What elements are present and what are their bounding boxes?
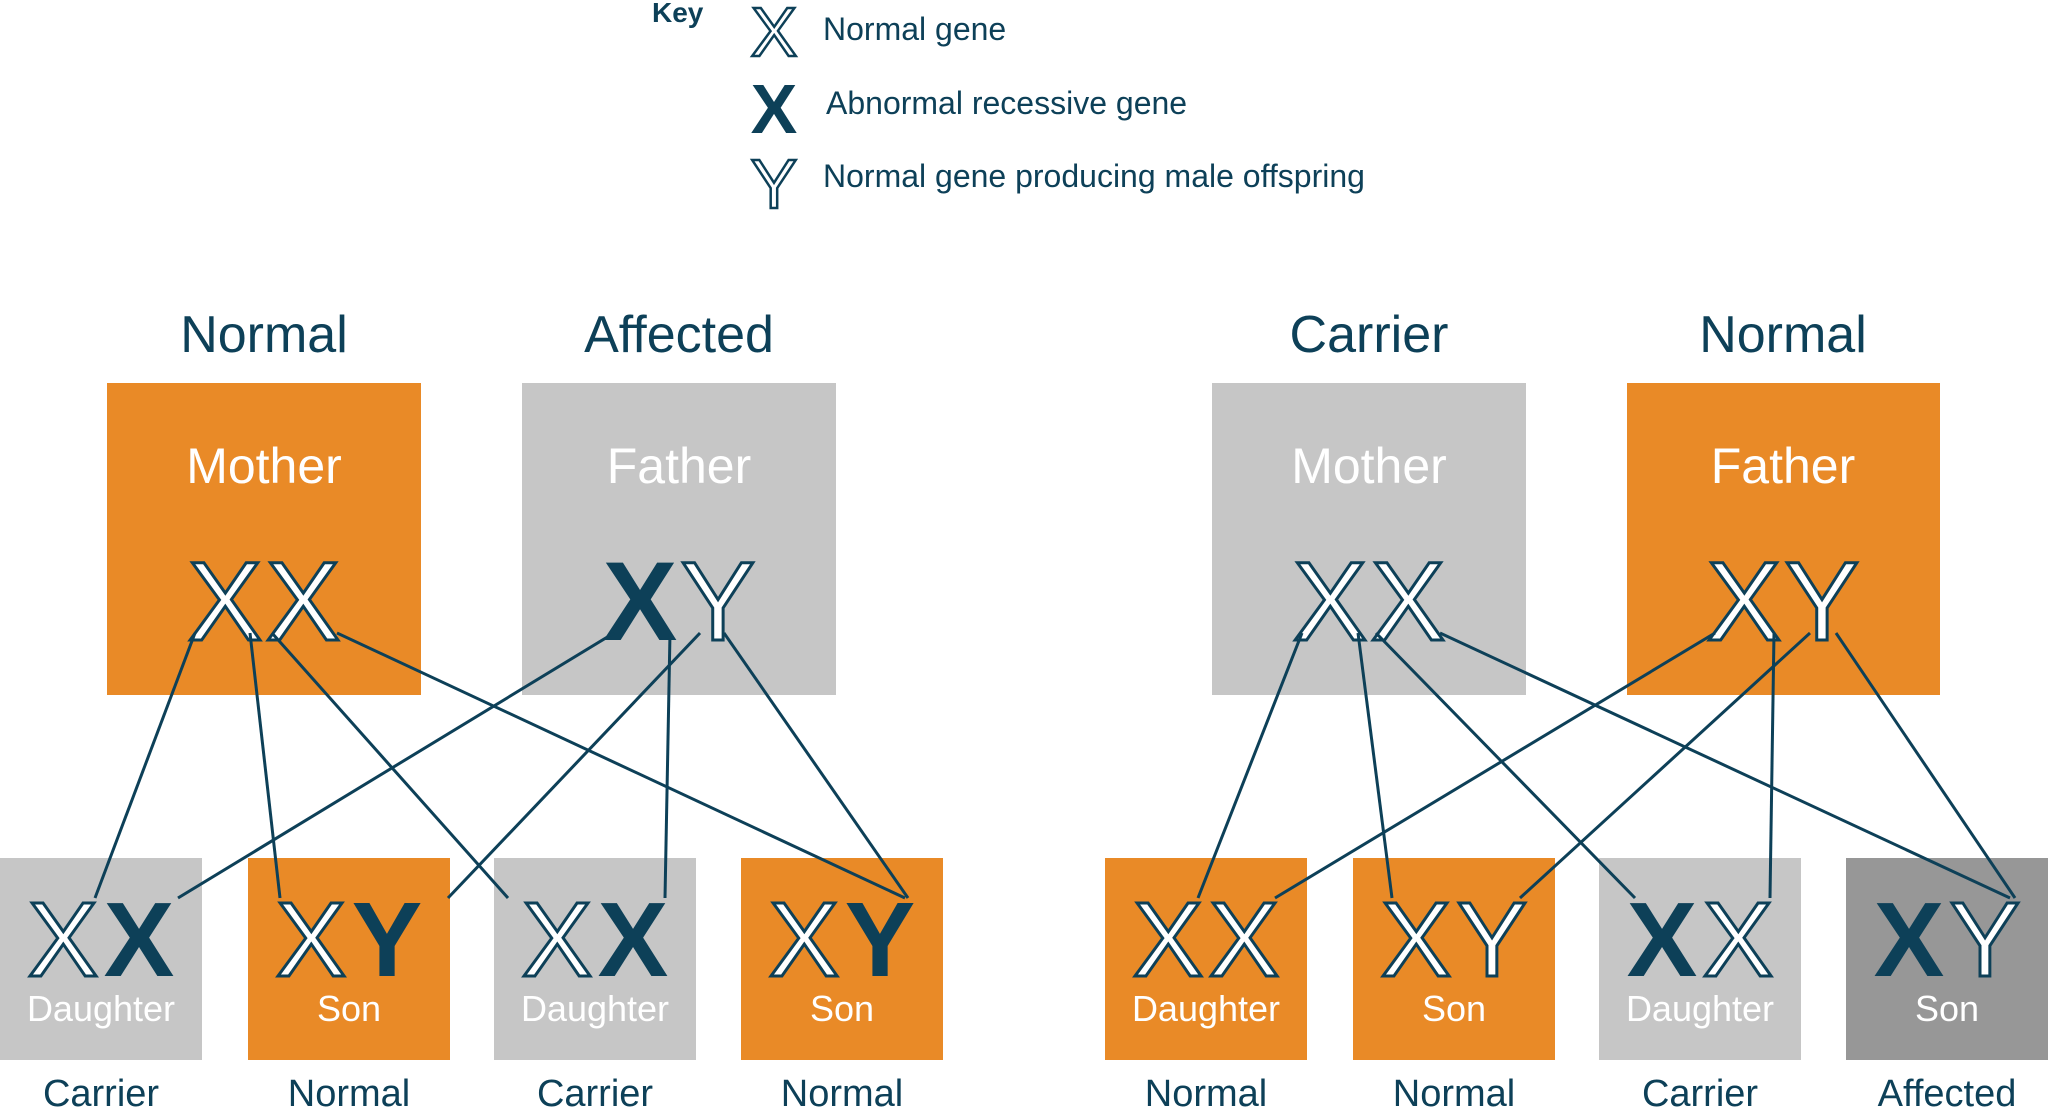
parent-status-label: Normal (1699, 306, 1867, 364)
child-status-label: Normal (1393, 1073, 1515, 1109)
child-gene: Y (352, 881, 423, 999)
father-box (522, 383, 836, 695)
parent-gene: X (1707, 539, 1782, 664)
parent-gene: X (266, 539, 341, 664)
child-gene: X (769, 881, 840, 999)
parent-status-label: Normal (180, 306, 348, 364)
inheritance-line (1274, 631, 1716, 900)
father-box (1627, 383, 1940, 695)
inheritance-line (1356, 632, 1394, 899)
child-status-label: Normal (1145, 1073, 1267, 1109)
child-gene: Y (845, 881, 916, 999)
mother-box (1212, 383, 1526, 695)
parent-status-label: Carrier (1290, 306, 1449, 364)
child-gene: X (1133, 881, 1204, 999)
key-glyph-normal-x: X (751, 0, 798, 71)
inheritance-line (177, 631, 615, 900)
child-role-label: Son (317, 988, 381, 1029)
family-1: Normal Mother X X Affected Father X Y X … (0, 306, 943, 1114)
child-box (1599, 858, 1801, 1060)
inheritance-line (446, 631, 702, 900)
child-role-label: Son (1915, 988, 1979, 1029)
parent-role-label: Mother (1291, 438, 1447, 494)
child-gene: X (104, 881, 175, 999)
parent-gene: X (1293, 539, 1368, 664)
child-status-label: Affected (1878, 1073, 2017, 1109)
inheritance-line (1518, 631, 1812, 900)
key-title: Key (652, 0, 704, 28)
inheritance-lines (93, 631, 2017, 900)
parent-gene: X (1371, 539, 1446, 664)
child-status-label: Normal (781, 1073, 903, 1109)
key-label-abnormal-gene: Abnormal recessive gene (826, 85, 1187, 121)
child-box (0, 858, 202, 1060)
parent-role-label: Father (1711, 438, 1856, 494)
key-glyph-abnormal-x: X (751, 70, 798, 148)
key-label-normal-gene: Normal gene (823, 11, 1006, 47)
child-gene: X (28, 881, 99, 999)
child-role-label: Son (810, 988, 874, 1029)
inheritance-line (1768, 632, 1776, 899)
child-role-label: Daughter (1626, 988, 1774, 1029)
child-gene: X (522, 881, 593, 999)
child-gene: X (1627, 881, 1698, 999)
child-status-label: Carrier (537, 1073, 653, 1109)
child-status-label: Normal (288, 1073, 410, 1109)
child-gene: X (1874, 881, 1945, 999)
key-legend: Key X Normal gene X Abnormal recessive g… (652, 0, 1365, 224)
child-box (494, 858, 696, 1060)
inheritance-line (336, 631, 906, 900)
family-2: Carrier Mother X X Normal Father X Y X X… (1105, 306, 2048, 1114)
parent-gene: X (188, 539, 263, 664)
child-status-label: Carrier (43, 1073, 159, 1109)
parent-status-label: Affected (584, 306, 774, 364)
child-gene: X (1703, 881, 1774, 999)
child-box (741, 858, 943, 1060)
inheritance-line (1196, 632, 1304, 899)
inheritance-line (93, 632, 197, 899)
parent-role-label: Mother (186, 438, 342, 494)
key-label-male-gene: Normal gene producing male offspring (823, 158, 1365, 194)
child-gene: X (1209, 881, 1280, 999)
child-role-label: Son (1422, 988, 1486, 1029)
child-box (248, 858, 450, 1060)
child-box (1105, 858, 1307, 1060)
child-box (1846, 858, 2048, 1060)
child-role-label: Daughter (521, 988, 669, 1029)
inheritance-line (1439, 631, 2011, 900)
inheritance-line (248, 632, 282, 899)
child-status-label: Carrier (1642, 1073, 1758, 1109)
child-role-label: Daughter (1132, 988, 1280, 1029)
child-gene: Y (1457, 881, 1528, 999)
inheritance-line (722, 632, 910, 899)
inheritance-line (270, 632, 510, 899)
child-box (1353, 858, 1555, 1060)
inheritance-line (1834, 632, 2017, 899)
mother-box (107, 383, 421, 695)
child-gene: Y (1950, 881, 2021, 999)
child-gene: X (1381, 881, 1452, 999)
parent-gene: X (603, 539, 678, 664)
child-gene: X (598, 881, 669, 999)
inheritance-line (663, 632, 672, 899)
child-gene: X (276, 881, 347, 999)
key-glyph-normal-y: Y (751, 145, 798, 223)
parent-role-label: Father (607, 438, 752, 494)
parent-gene: Y (681, 539, 756, 664)
inheritance-line (1374, 631, 1637, 900)
child-role-label: Daughter (27, 988, 175, 1029)
